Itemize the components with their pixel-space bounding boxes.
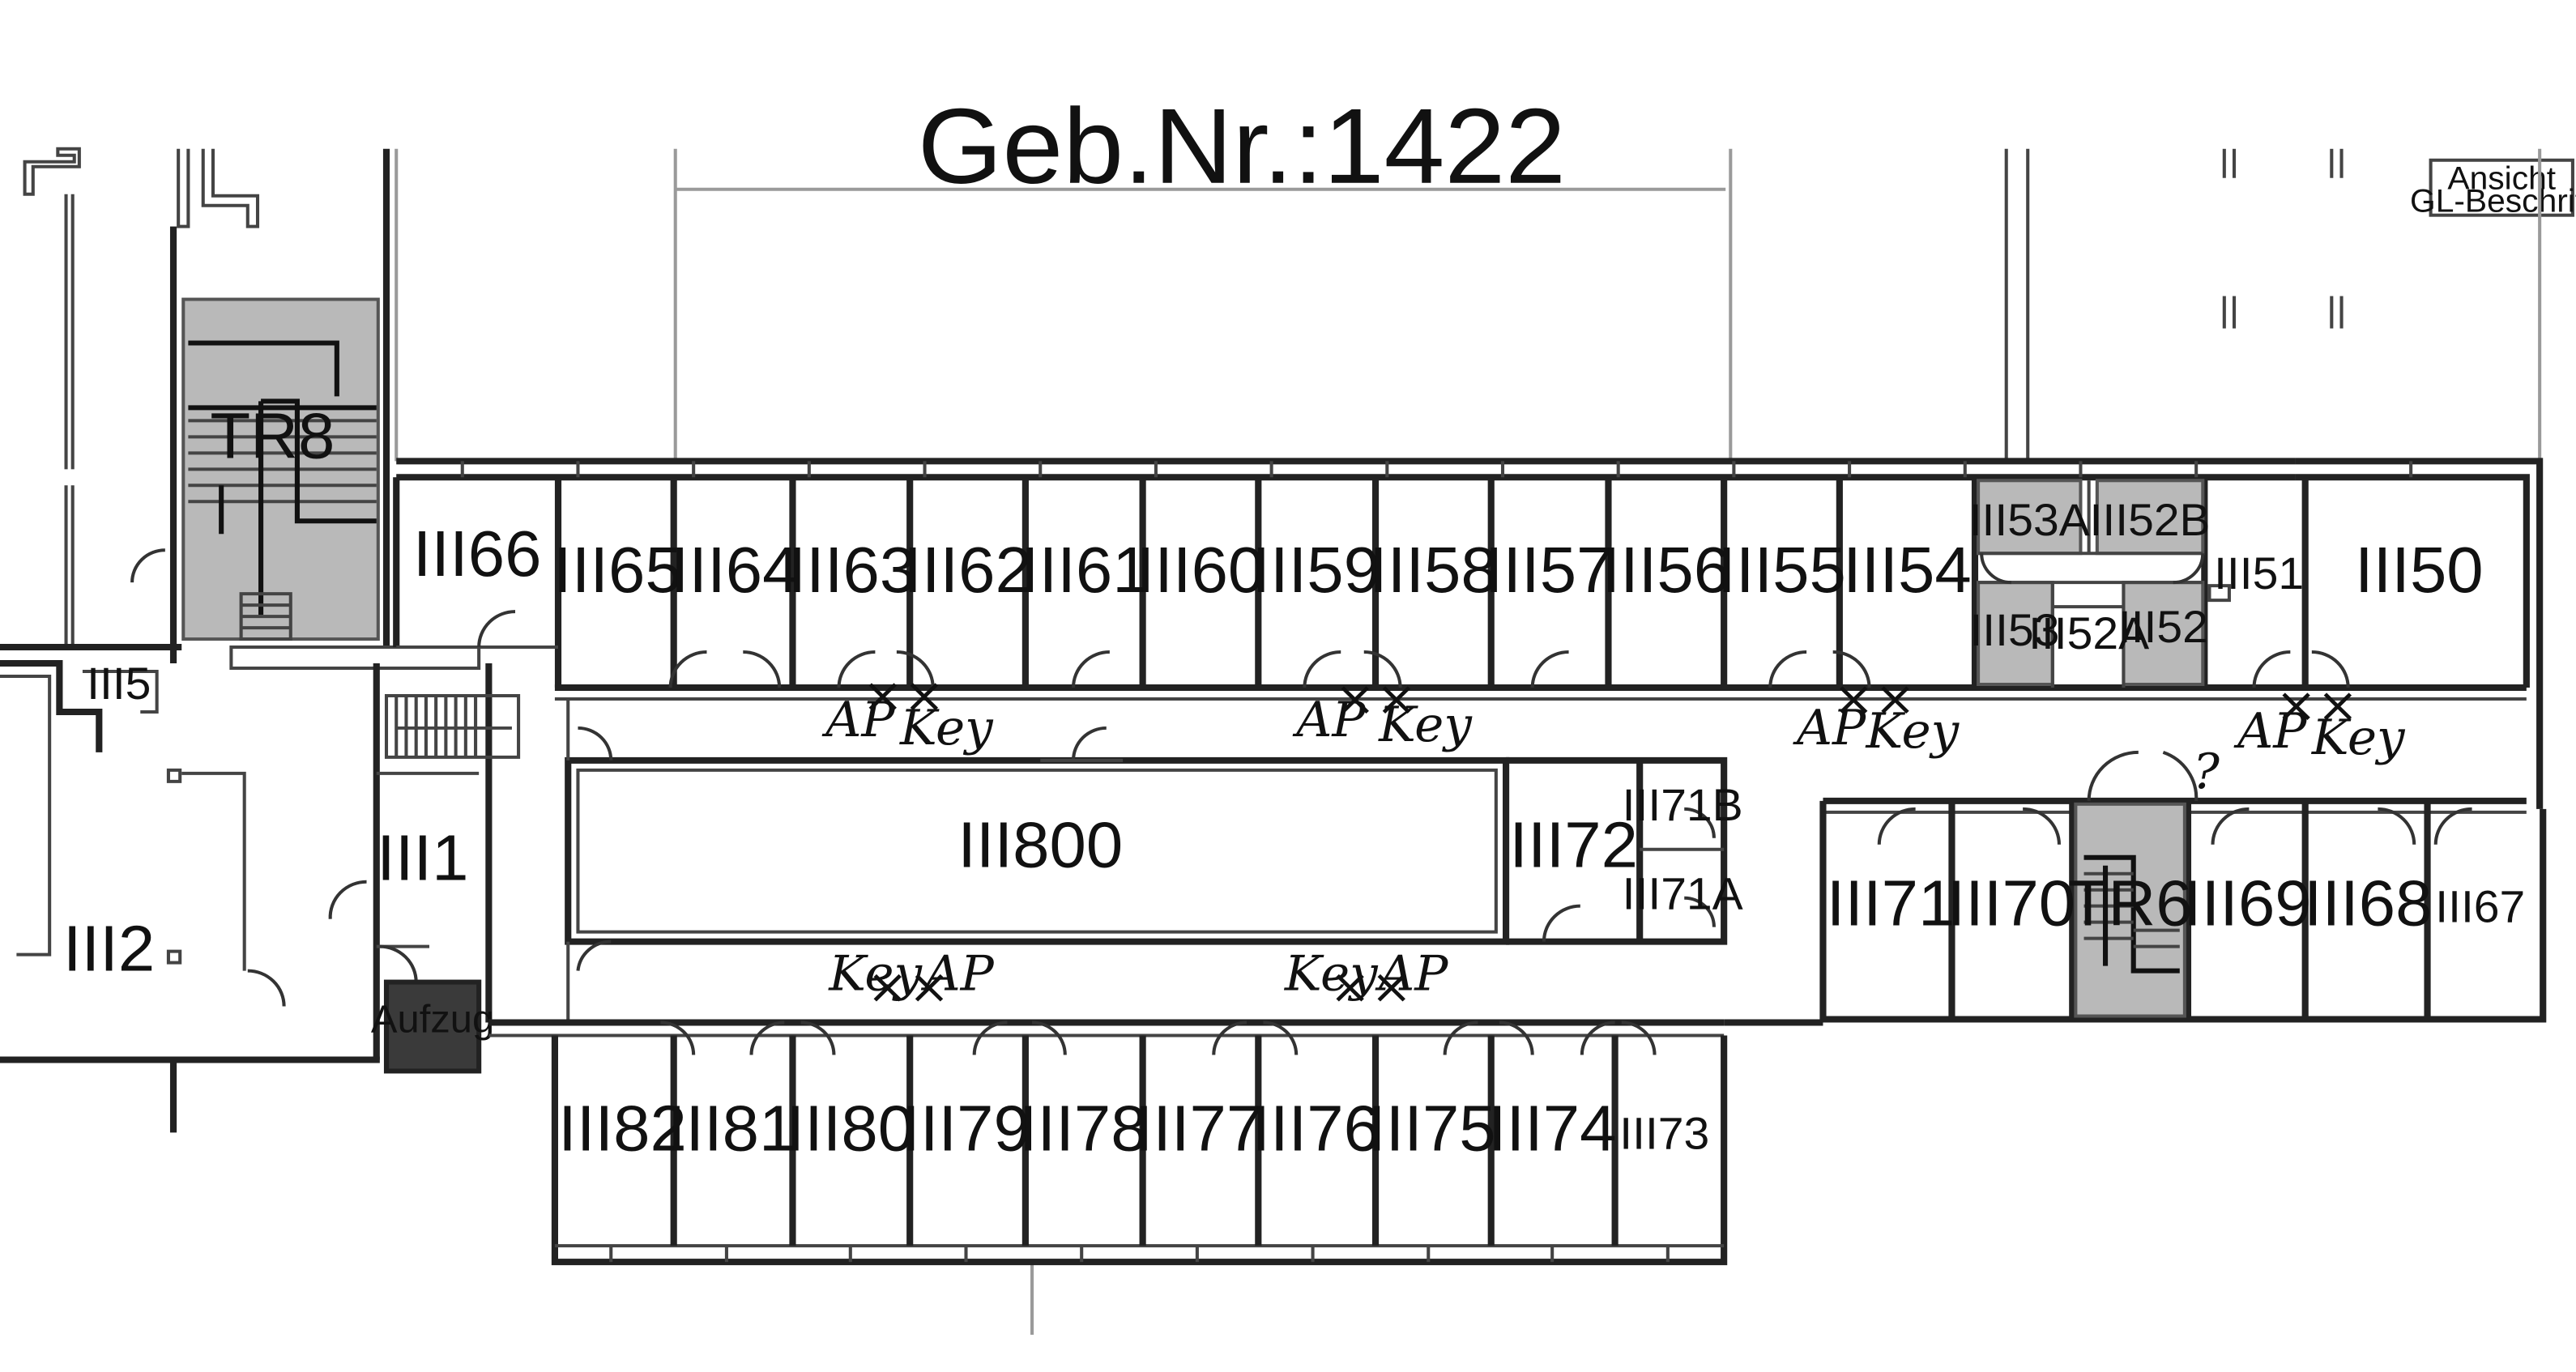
note-4-marks: ××	[2275, 678, 2358, 734]
room-III51: III51	[2214, 548, 2304, 599]
south-wing	[488, 1019, 1728, 1266]
room-III53: III53	[1969, 605, 2059, 655]
note-6-ap: AP	[1375, 946, 1449, 1002]
room-III71: III71	[1827, 867, 1955, 940]
room-III58: III58	[1369, 535, 1498, 607]
room-III71B: III71B	[1623, 779, 1743, 829]
exterior-guides	[23, 147, 2542, 1336]
room-III63: III63	[788, 535, 917, 607]
room-labels: III66 III65 III64 III63 III62 III61 III6…	[63, 495, 2525, 1165]
room-III57: III57	[1485, 535, 1614, 607]
legend: Ansicht GL-Beschrift	[2410, 158, 2576, 219]
room-III59: III59	[1252, 535, 1380, 607]
room-III52B: III52B	[2090, 495, 2211, 545]
room-III77: III77	[1135, 1093, 1264, 1165]
elevator-label: Aufzug	[371, 998, 494, 1041]
room-III54: III54	[1843, 535, 1972, 607]
room-III800: III800	[957, 809, 1123, 881]
room-III73: III73	[1619, 1108, 1709, 1158]
room-III68: III68	[2304, 867, 2433, 940]
room-III80: III80	[786, 1093, 915, 1165]
room-III76: III76	[1252, 1093, 1380, 1165]
stairwell-tr8: TR8	[181, 297, 380, 641]
note-question: ?	[2193, 744, 2220, 799]
west-wing: Aufzug	[0, 148, 521, 1133]
room-III74: III74	[1488, 1093, 1617, 1165]
room-III66: III66	[413, 518, 542, 590]
room-III1: III1	[377, 822, 468, 894]
room-III67: III67	[2435, 881, 2525, 931]
room-III72: III72	[1509, 809, 1638, 881]
room-III79: III79	[902, 1093, 1030, 1165]
room-III60: III60	[1137, 535, 1265, 607]
room-III69: III69	[2183, 867, 2312, 940]
stairwell-tr8-label: TR8	[210, 400, 335, 472]
note-3-marks: ××	[1833, 671, 1916, 727]
legend-line-1: Ansicht	[2447, 160, 2556, 197]
room-III70: III70	[1947, 867, 2076, 940]
room-III53A: III53A	[1969, 495, 2090, 545]
room-III5: III5	[87, 658, 151, 708]
note-2-marks: ××	[1334, 671, 1417, 727]
central-block	[565, 698, 1728, 1023]
note-6-key: Key	[1284, 946, 1379, 1002]
south-east-wing: TR6	[1724, 750, 2547, 1026]
note-2-key: Key	[1378, 697, 1473, 752]
note-2-ap: AP	[1292, 692, 1367, 748]
room-III55: III55	[1717, 535, 1846, 607]
handwritten-notes: AP ×× Key AP ×× Key AP ×× Key AP ×× Key …	[821, 668, 2405, 1016]
note-1-marks: ××	[862, 668, 945, 724]
room-III65: III65	[553, 535, 682, 607]
room-III82: III82	[558, 1093, 687, 1165]
room-III52A: III52A	[2028, 608, 2149, 658]
room-III52: III52	[2118, 602, 2208, 652]
room-III2: III2	[63, 913, 155, 985]
room-III75: III75	[1367, 1093, 1496, 1165]
note-3-key: Key	[1865, 703, 1960, 759]
stairwell-tr6-label: TR6	[2068, 867, 2193, 940]
room-III78: III78	[1019, 1093, 1148, 1165]
room-III61: III61	[1021, 535, 1149, 607]
note-5-key: Key	[828, 946, 923, 1002]
building-number-title: Geb.Nr.:1422	[918, 87, 1566, 206]
room-III50: III50	[2355, 535, 2484, 607]
note-6-marks: ××	[1329, 959, 1412, 1015]
note-4-key: Key	[2311, 709, 2406, 765]
room-III64: III64	[671, 535, 800, 607]
room-III56: III56	[1601, 535, 1730, 607]
room-III81: III81	[667, 1093, 796, 1165]
note-1-key: Key	[899, 700, 994, 756]
room-III71A: III71A	[1623, 868, 1743, 918]
note-1-ap: AP	[821, 692, 896, 748]
note-3-ap: AP	[1793, 700, 1867, 756]
north-wing	[393, 458, 2544, 809]
note-5-ap: AP	[920, 946, 995, 1002]
note-4-ap: AP	[2233, 703, 2308, 759]
room-III62: III62	[903, 535, 1032, 607]
legend-line-2: GL-Beschrift	[2410, 182, 2576, 219]
note-5-marks: ××	[867, 959, 949, 1015]
